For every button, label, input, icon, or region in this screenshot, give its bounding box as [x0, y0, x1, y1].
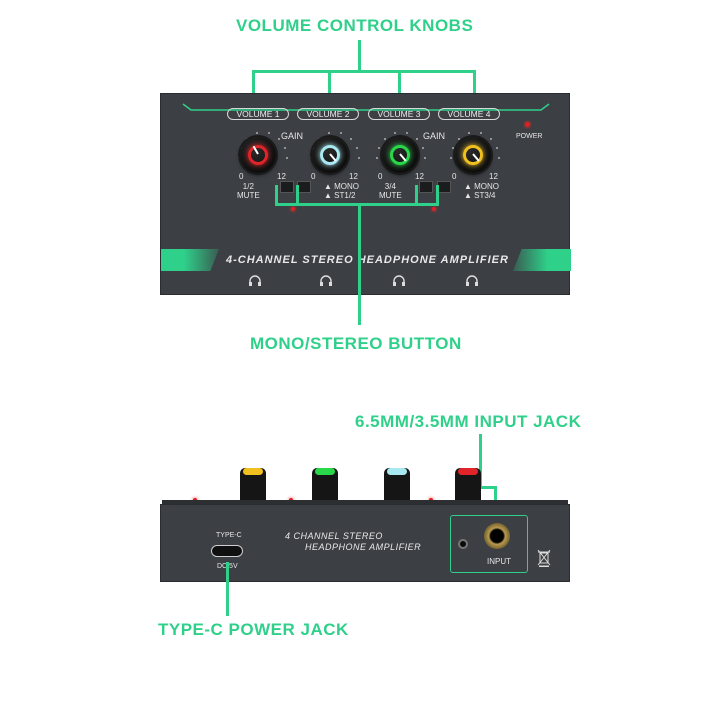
back-product-line-1: 4 CHANNEL STEREO: [285, 531, 383, 541]
front-title: 4-CHANNEL STEREO HEADPHONE AMPLIFIER: [226, 254, 509, 266]
title-band-left: [161, 249, 219, 271]
volume-knobs-callout: VOLUME CONTROL KNOBS: [236, 16, 474, 35]
gain-label-1: GAIN: [281, 131, 304, 141]
volume-2-label: VOLUME 2: [297, 108, 359, 120]
input-jack-65mm[interactable]: [484, 523, 510, 549]
mono-callout-line-mid-r: [415, 185, 418, 205]
volume-callout-line-stem: [358, 40, 361, 70]
knob2-min: 0: [311, 172, 316, 181]
back-knob-4[interactable]: [455, 468, 481, 504]
back-knob-3[interactable]: [384, 468, 410, 504]
volume-3-knob[interactable]: [382, 137, 418, 173]
volume-callout-line-bar: [252, 70, 476, 73]
input-jack-35mm[interactable]: [458, 539, 468, 549]
mono-stereo-callout: MONO/STEREO BUTTON: [250, 334, 462, 353]
knob3-min: 0: [378, 172, 383, 181]
volume-1-ring: [248, 145, 268, 165]
mono-callout-line-right: [436, 185, 439, 205]
back-knob-1[interactable]: [240, 468, 266, 504]
back-body-top: [162, 500, 568, 506]
front-panel-trim: [182, 103, 550, 111]
knob-scales: [238, 132, 500, 159]
knob1-max: 12: [277, 172, 286, 181]
knob4-min: 0: [452, 172, 457, 181]
mono-12-label: ▲ MONO▲ ST1/2: [324, 182, 360, 200]
typec-power-callout: TYPE-C POWER JACK: [158, 620, 349, 639]
back-product-line-2: HEADPHONE AMPLIFIER: [305, 542, 422, 552]
volume-3-ring: [390, 145, 410, 165]
mono-callout-line-bar: [275, 203, 439, 206]
volume-2-knob[interactable]: [312, 137, 348, 173]
mono-stereo-12-button[interactable]: [297, 181, 311, 193]
mono-stereo-34-button[interactable]: [437, 181, 451, 193]
mono-callout-line-left: [275, 185, 278, 205]
mute-12-label: 1/2 MUTE: [237, 182, 260, 200]
volume-4-label: VOLUME 4: [438, 108, 500, 120]
knob2-max: 12: [349, 172, 358, 181]
power-label: POWER: [516, 133, 543, 140]
volume-4-knob[interactable]: [455, 137, 491, 173]
volume-1-knob[interactable]: [240, 137, 276, 173]
headphone-1-icon: [249, 275, 261, 286]
headphone-3-icon: [393, 275, 405, 286]
title-band-right: [513, 249, 571, 271]
gain-label-2: GAIN: [423, 131, 446, 141]
volume-4-ring: [463, 145, 483, 165]
back-knob-2[interactable]: [312, 468, 338, 504]
volume-1-label: VOLUME 1: [227, 108, 289, 120]
knob1-min: 0: [239, 172, 244, 181]
knob3-max: 12: [415, 172, 424, 181]
back-panel: TYPE-C DC 5V 4 CHANNEL STEREO HEADPHONE …: [160, 504, 570, 582]
mono-callout-line-stem: [358, 203, 361, 325]
mute-34-label: 3/4 MUTE: [379, 182, 402, 200]
knob4-max: 12: [489, 172, 498, 181]
input-label: INPUT: [487, 557, 511, 566]
mono-34-label: ▲ MONO▲ ST3/4: [464, 182, 500, 200]
volume-3-label: VOLUME 3: [368, 108, 430, 120]
power-led: [525, 122, 530, 127]
mute-12-button[interactable]: [280, 181, 294, 193]
mute-12-led: [291, 207, 295, 211]
mono-callout-line-mid-l: [296, 185, 299, 205]
headphone-2-icon: [320, 275, 332, 286]
volume-2-ring: [320, 145, 340, 165]
typec-port[interactable]: [211, 545, 243, 557]
weee-bin-icon: [537, 549, 551, 567]
power-callout-line: [226, 562, 229, 616]
input-callout-line-h: [350, 436, 482, 439]
input-callout-line-stem: [479, 434, 482, 488]
headphone-4-icon: [466, 275, 478, 286]
front-panel: VOLUME 1 VOLUME 2 VOLUME 3 VOLUME 4 GAIN…: [160, 93, 571, 295]
mute-34-button[interactable]: [419, 181, 433, 193]
typec-label: TYPE-C: [216, 532, 242, 539]
input-jack-frame: [450, 515, 528, 573]
mute-34-led: [432, 207, 436, 211]
input-jack-callout: 6.5MM/3.5MM INPUT JACK: [355, 412, 582, 431]
